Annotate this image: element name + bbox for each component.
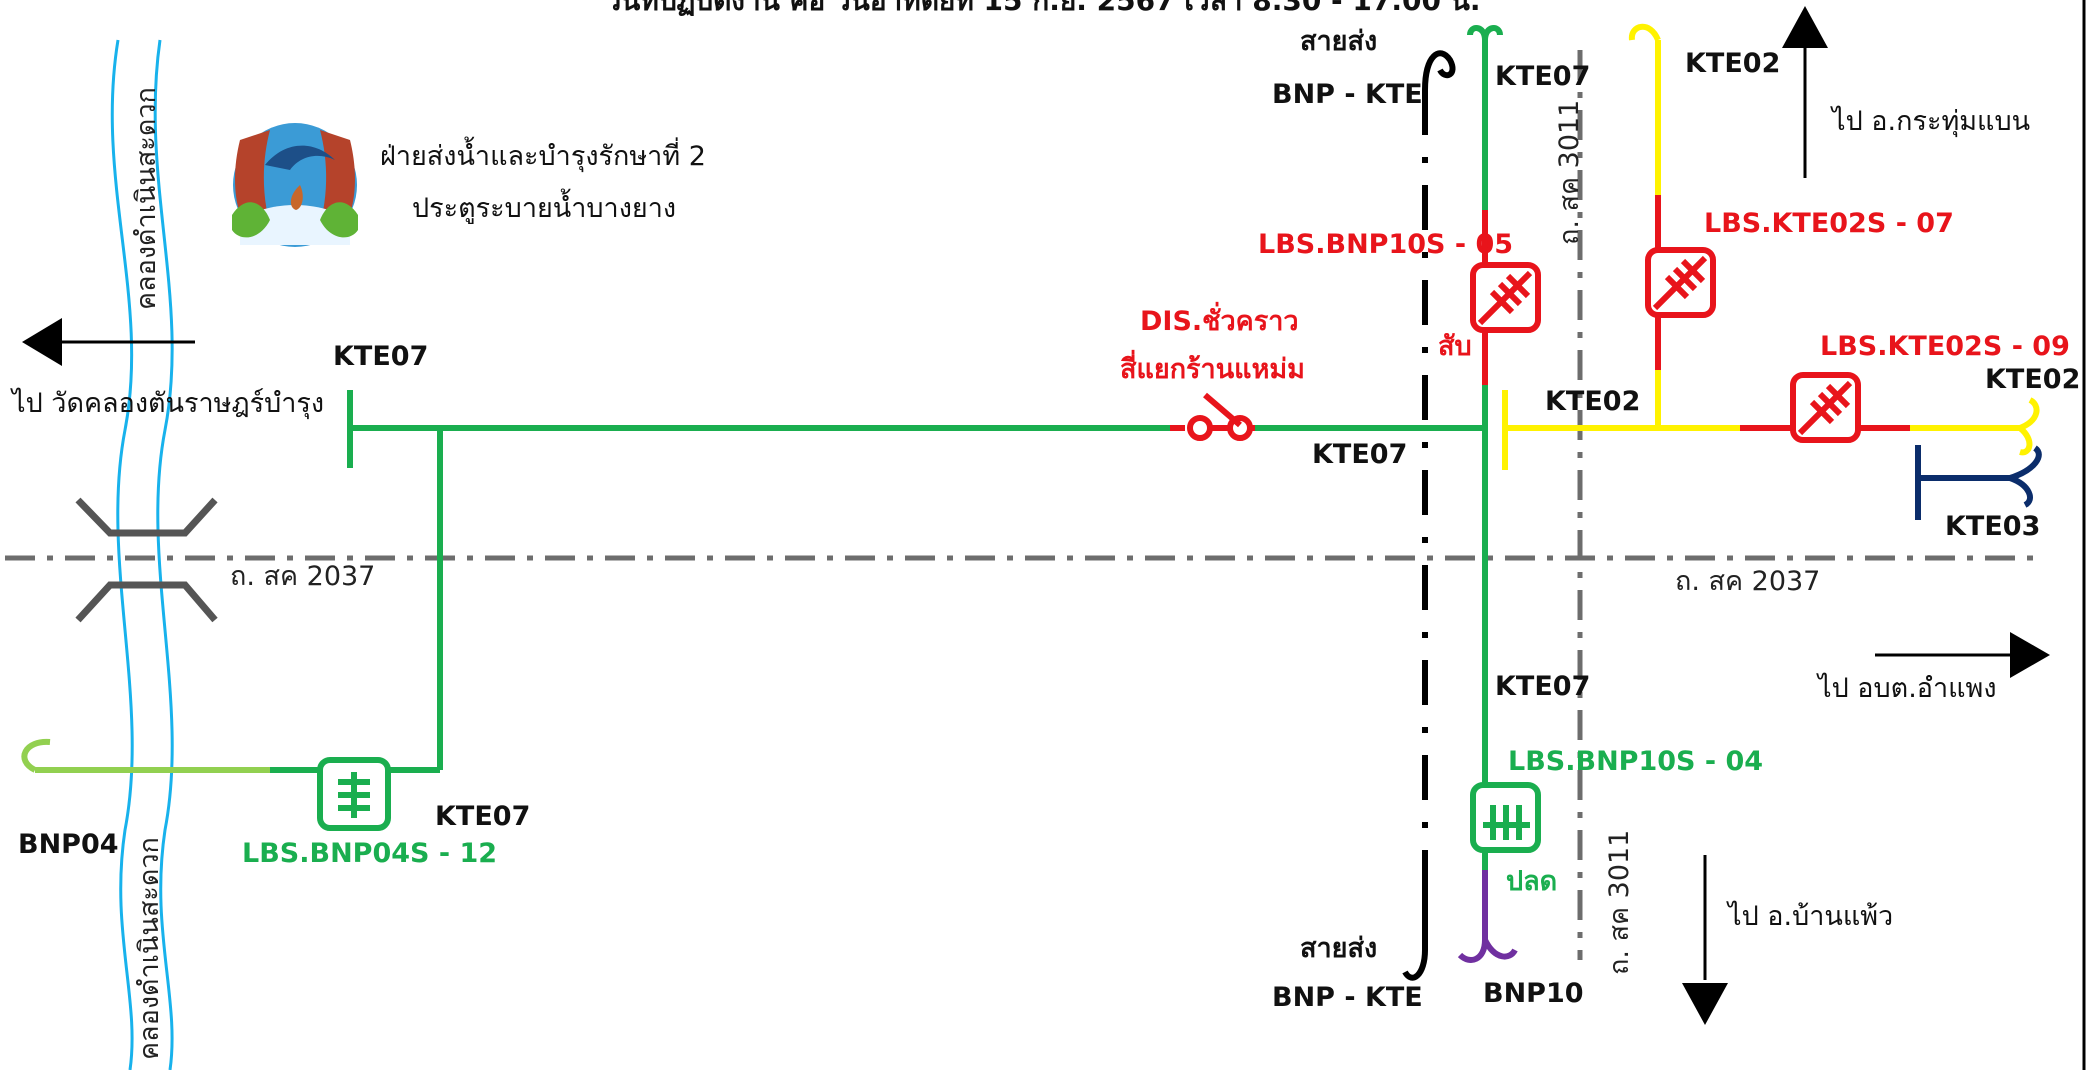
kte02-right-label: KTE02 — [1985, 364, 2080, 395]
kte07-lower-label: KTE07 — [1495, 671, 1590, 702]
kte02-top-label: KTE02 — [1685, 48, 1780, 79]
kte07-top-label: KTE07 — [1495, 61, 1590, 92]
direction-south: ไป อ.บ้านแพ้ว — [1726, 901, 1893, 932]
bnp10-feeder — [1457, 870, 1518, 963]
kte02-mid-label: KTE02 — [1545, 386, 1640, 417]
lbs-kte02s-07 — [1645, 247, 1716, 318]
east-arrow-icon — [2010, 632, 2050, 678]
org-name-line1: ฝ่ายส่งน้ำและบำรุงรักษาที่ 2 — [380, 136, 706, 173]
transmission-top-end — [1422, 50, 1456, 91]
org-logo — [232, 123, 358, 247]
kte03-feeder — [1915, 445, 2042, 520]
north-arrow-icon — [1782, 6, 1828, 48]
lbs-bnp10s-04-label: LBS.BNP10S - 04 — [1508, 746, 1763, 777]
lbs-bnp10s-04 — [1470, 782, 1541, 853]
org-name-line2: ประตูระบายน้ำบางยาง — [412, 188, 676, 224]
bridge-icon — [75, 497, 218, 623]
lbs-bnp10s-05 — [1470, 262, 1541, 333]
lbs-kte02s-09-label: LBS.KTE02S - 09 — [1820, 331, 2070, 362]
lbs-bnp04s-12-label: LBS.BNP04S - 12 — [242, 838, 497, 869]
direction-east: ไป อบต.อำแพง — [1816, 673, 1997, 704]
direction-west: ไป วัดคลองตันราษฎร์บำรุง — [10, 387, 324, 420]
kte03-label: KTE03 — [1945, 511, 2040, 542]
kte07-mid-label: KTE07 — [1312, 439, 1407, 470]
canal-label-top: คลองดำเนินสะดวก — [131, 87, 162, 310]
west-arrow-icon — [22, 318, 62, 366]
dis-switch — [1170, 392, 1255, 441]
lbs-bnp10s-05-state: สับ — [1438, 331, 1472, 362]
road-label-2037-left: ถ. สค 2037 — [230, 561, 375, 592]
south-arrow-icon — [1682, 983, 1728, 1025]
road-label-2037-right: ถ. สค 2037 — [1675, 566, 1820, 597]
lbs-kte02s-09 — [1790, 372, 1861, 443]
dis-label-2: สี่แยกร้านแหม่ม — [1120, 349, 1305, 385]
transmission-top-label-1: สายส่ง — [1300, 26, 1377, 57]
transmission-bottom-end — [1402, 890, 1428, 981]
kte07-feeder — [270, 25, 1503, 870]
dis-label-1: DIS.ชั่วคราว — [1140, 301, 1299, 337]
lbs-bnp10s-05-label: LBS.BNP10S - 05 — [1258, 229, 1513, 260]
kte07-bottom-left-label: KTE07 — [435, 801, 530, 832]
lbs-kte02s-07-label: LBS.KTE02S - 07 — [1704, 208, 1954, 239]
road-label-3011-top: ถ. สค 3011 — [1554, 100, 1585, 245]
lbs-bnp04s-12 — [317, 757, 391, 831]
transmission-bottom-label-1: สายส่ง — [1300, 933, 1377, 964]
bnp04-end — [21, 738, 51, 773]
lbs-bnp10s-04-state: ปลด — [1506, 866, 1557, 897]
kte07-left-label: KTE07 — [333, 341, 428, 372]
page-title: วันที่ปฏิบัติงาน คือ วันอาทิตย์ที่ 15 ก.… — [605, 0, 1480, 17]
canal-label-bottom: คลองดำเนินสะดวก — [134, 837, 165, 1060]
transmission-bottom-label-2: BNP - KTE — [1272, 982, 1423, 1013]
kte02-feeder — [1502, 23, 2040, 470]
bnp04-label: BNP04 — [18, 829, 119, 860]
bnp10-label: BNP10 — [1483, 978, 1584, 1009]
road-label-3011-bottom: ถ. สค 3011 — [1604, 830, 1635, 975]
direction-north: ไป อ.กระทุ่มแบน — [1830, 106, 2030, 138]
transmission-top-label-2: BNP - KTE — [1272, 79, 1423, 110]
